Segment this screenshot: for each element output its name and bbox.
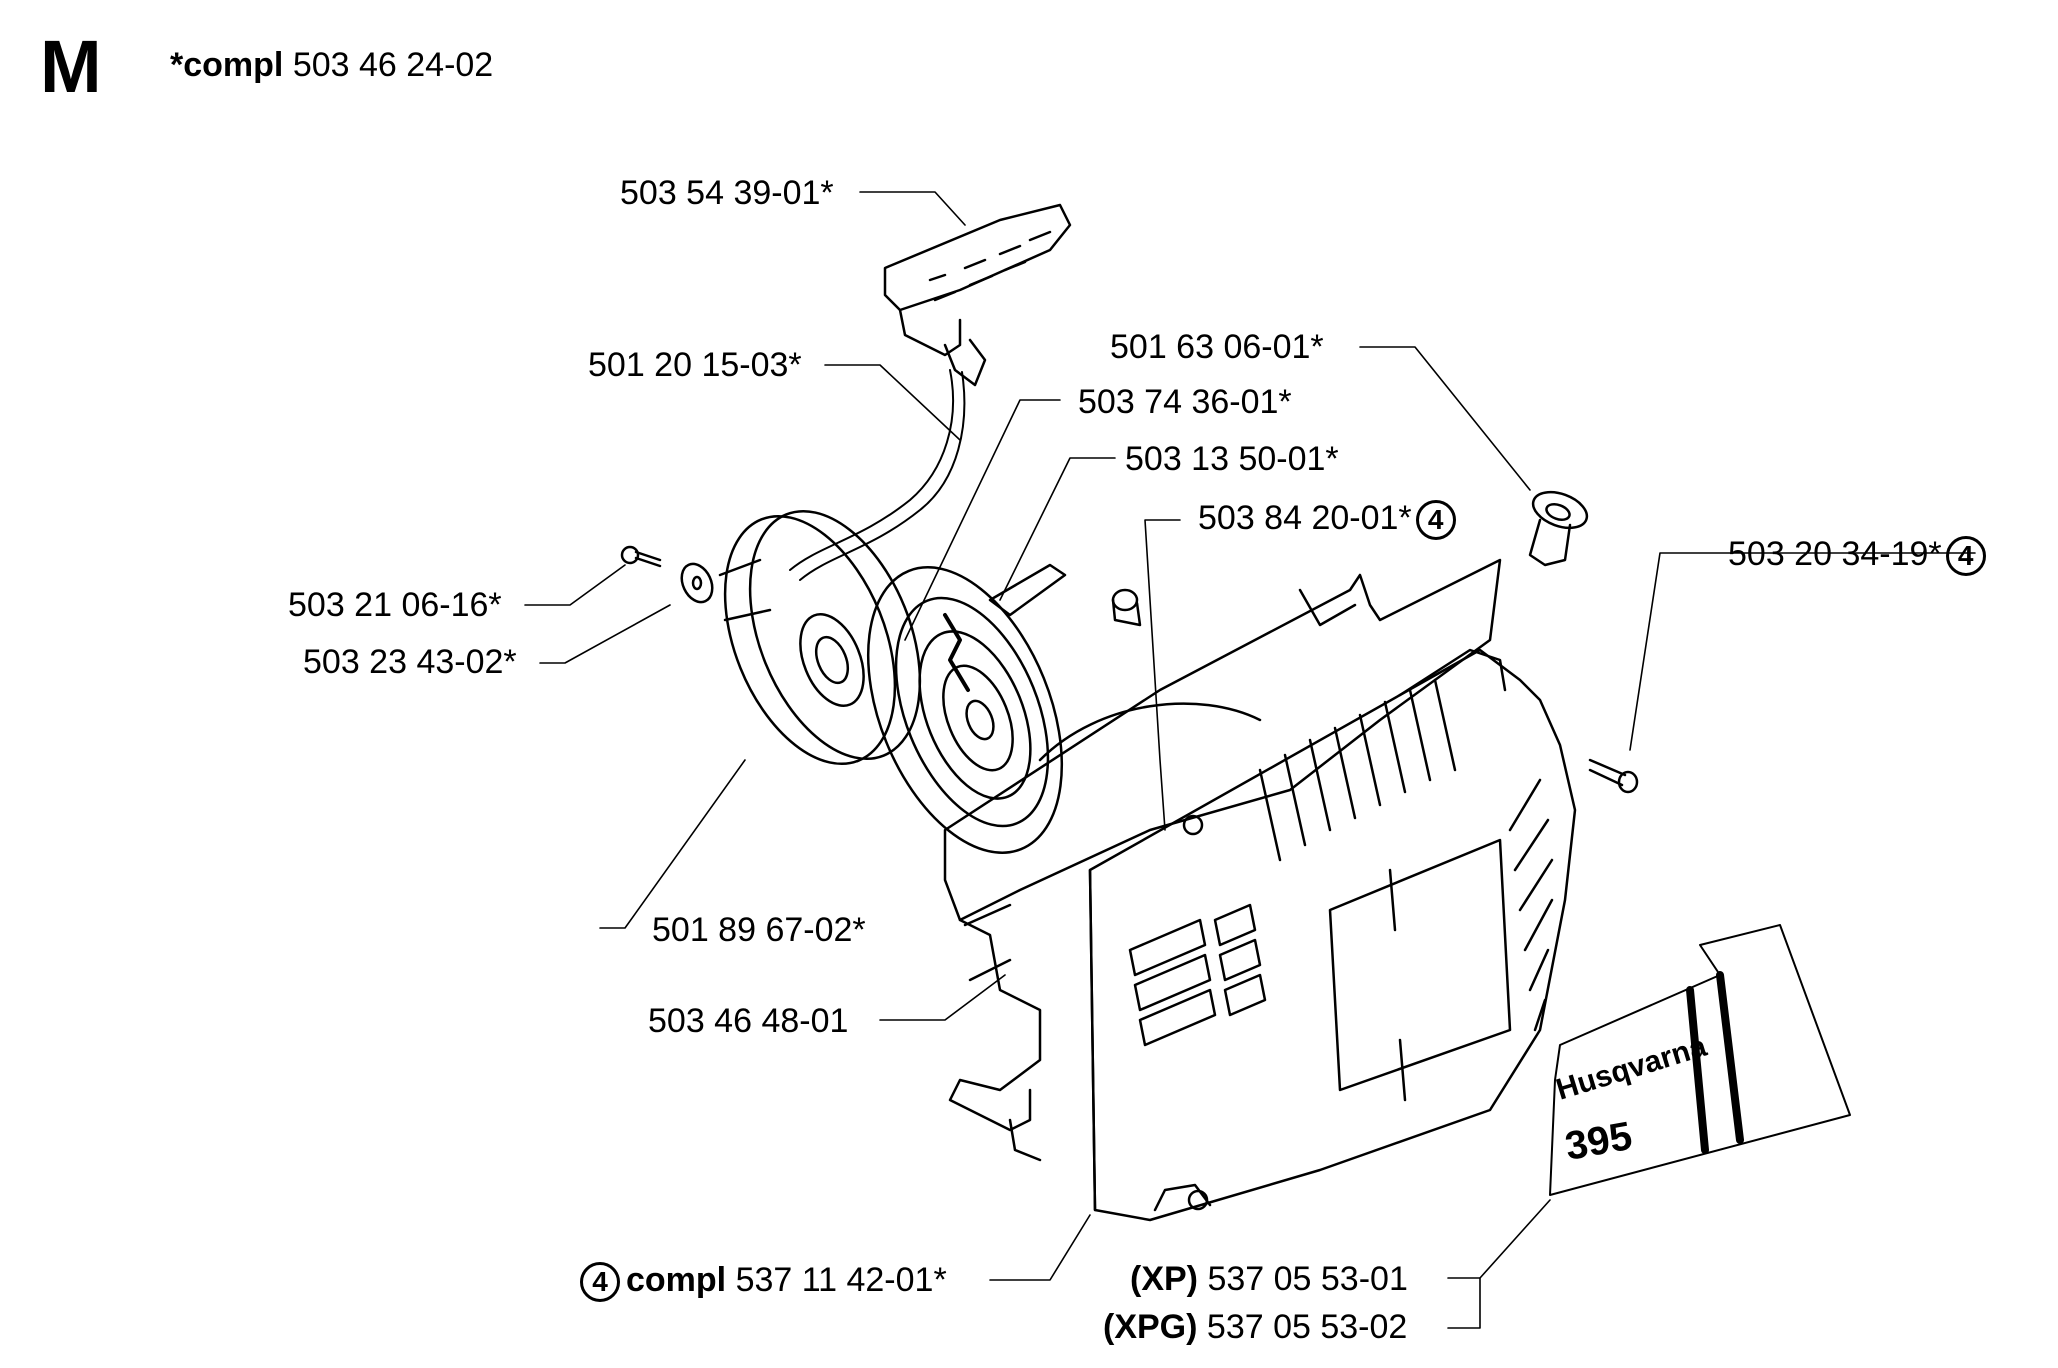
screw-number: 503 20 34-19* xyxy=(1728,534,1942,573)
assembly-number: *compl 503 46 24-02 xyxy=(170,48,493,82)
cover-prefix: compl xyxy=(626,1260,727,1299)
starter-handle xyxy=(883,203,1072,387)
cover-screw xyxy=(1588,758,1639,794)
label-rope-guide: 501 63 06-01* xyxy=(1110,328,1324,366)
pawl xyxy=(988,563,1067,617)
label-pawl: 503 13 50-01* xyxy=(1125,440,1339,478)
section-letter: M xyxy=(40,25,102,108)
compl-number: 503 46 24-02 xyxy=(292,46,494,84)
washer xyxy=(680,562,714,604)
compl-prefix: *compl xyxy=(170,46,284,84)
decal-xp-number: 537 05 53-01 xyxy=(1207,1260,1408,1298)
cover-ref-circle: 4 xyxy=(580,1262,620,1302)
label-center-screw: 503 21 06-16* xyxy=(288,586,502,624)
decal: Husqvarna 395 xyxy=(1549,924,1851,1196)
label-decal-xp: (XP) 537 05 53-01 xyxy=(1130,1262,1408,1296)
screw-ref-circle: 4 xyxy=(1945,536,1986,576)
label-starter-handle: 503 54 39-01* xyxy=(620,174,834,212)
label-starter-rope: 501 20 15-03* xyxy=(588,346,802,384)
bushing-number: 503 84 20-01* xyxy=(1198,498,1412,537)
bushing xyxy=(1111,588,1142,627)
decal-brand: Husqvarna xyxy=(1552,1030,1710,1107)
decal-xpg-number: 537 05 53-02 xyxy=(1206,1308,1408,1346)
label-bushing: 503 84 20-01*4 xyxy=(1198,500,1456,540)
cover-number: 537 11 42-01* xyxy=(735,1260,947,1299)
decal-xpg-prefix: (XPG) xyxy=(1103,1308,1198,1346)
bushing-ref-circle: 4 xyxy=(1415,500,1456,540)
rope-pulley xyxy=(718,509,922,766)
center-screw xyxy=(620,545,662,568)
decal-model: 395 xyxy=(1562,1114,1635,1169)
label-cover-screw: 503 20 34-19*4 xyxy=(1728,536,1986,576)
rope-guide xyxy=(1528,490,1589,567)
starter-housing xyxy=(943,558,1502,1162)
decal-xp-prefix: (XP) xyxy=(1130,1260,1198,1298)
leader-lines xyxy=(524,191,1976,1329)
label-decal-xpg: (XPG) 537 05 53-02 xyxy=(1103,1310,1407,1344)
starter-rope xyxy=(789,369,966,581)
label-washer: 503 23 43-02* xyxy=(303,643,517,681)
label-rope-pulley: 501 89 67-02* xyxy=(652,911,866,949)
spring-cassette xyxy=(866,566,1064,854)
starter-cover xyxy=(1088,648,1577,1222)
label-starter-housing: 503 46 48-01 xyxy=(648,1002,849,1040)
label-spring-cassette: 503 74 36-01* xyxy=(1078,383,1292,421)
